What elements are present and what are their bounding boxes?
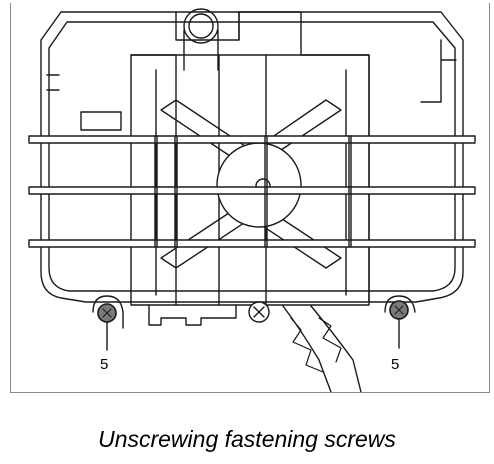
housing-outline <box>40 11 464 303</box>
callout-label-left: 5 <box>100 356 109 373</box>
cross-brace <box>160 99 342 269</box>
figure-panel <box>10 3 490 393</box>
hook <box>183 8 219 71</box>
callout-label-right: 5 <box>391 356 400 373</box>
rack-rails <box>28 135 476 248</box>
power-cable <box>282 305 362 392</box>
figure-caption: Unscrewing fastening screws <box>98 426 396 452</box>
unit-line-drawing <box>28 8 476 392</box>
right-screw <box>384 295 416 349</box>
bottom-parts <box>148 301 362 392</box>
left-screw <box>92 295 124 351</box>
central-frame <box>130 11 370 306</box>
